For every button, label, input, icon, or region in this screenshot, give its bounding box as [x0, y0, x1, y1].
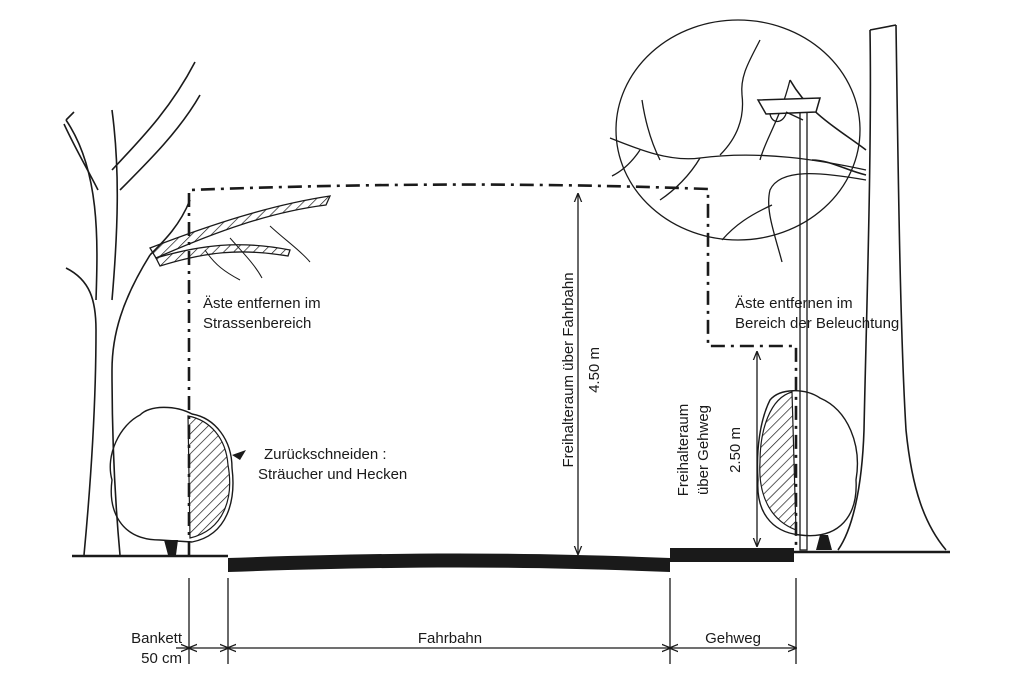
- fahrbahn-label: Fahrbahn: [418, 630, 482, 647]
- street-branches-label-2: Strassenbereich: [203, 315, 311, 332]
- right-shrub: [756, 390, 859, 550]
- street-lamp: [756, 97, 822, 551]
- left-shrub: [109, 406, 246, 555]
- crown-trim-circle: [615, 19, 861, 241]
- walkway-clearance-label-1: Freihalteraum: [675, 404, 692, 497]
- road-clearance-label: Freihalteraum über Fahrbahn: [560, 272, 577, 467]
- left-cut-branch: [149, 195, 332, 281]
- shrubs-label-2: Sträucher und Hecken: [258, 466, 407, 483]
- right-branches: [609, 39, 867, 263]
- dimension-lines: [176, 194, 796, 664]
- walkway-clearance-label-2: über Gehweg: [695, 405, 712, 495]
- gehweg-label: Gehweg: [705, 630, 761, 647]
- ground: [72, 550, 950, 558]
- road-clearance-value: 4.50 m: [586, 347, 603, 393]
- sidewalk-surface: [670, 548, 794, 562]
- left-tree: [63, 61, 201, 556]
- lighting-branches-label-1: Äste entfernen im: [735, 295, 853, 312]
- bankett-width: 50 cm: [141, 650, 182, 667]
- walkway-clearance-value: 2.50 m: [727, 427, 744, 473]
- lighting-branches-label-2: Bereich der Beleuchtung: [735, 315, 899, 332]
- right-tree: [789, 24, 947, 551]
- bankett-label: Bankett: [131, 630, 183, 647]
- shrubs-label-1: Zurückschneiden :: [264, 446, 387, 463]
- road-surface: [228, 553, 670, 572]
- street-branches-label-1: Äste entfernen im: [203, 295, 321, 312]
- clearance-profile-line: [187, 183, 798, 555]
